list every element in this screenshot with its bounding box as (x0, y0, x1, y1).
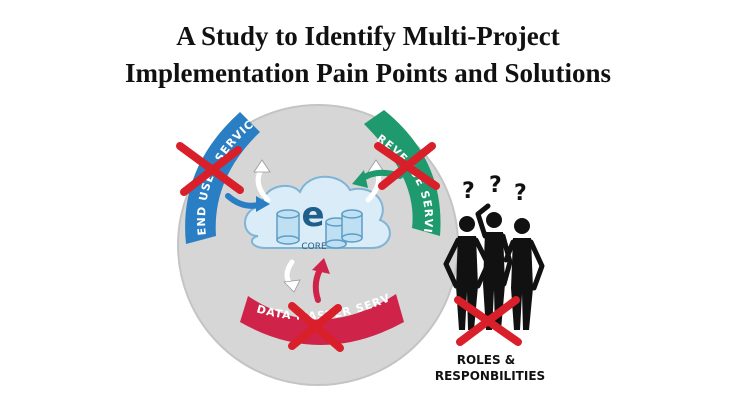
cross-mark-bottom (288, 302, 344, 352)
core-cloud: e CORE (244, 175, 391, 252)
cross-mark-left (176, 142, 244, 196)
question-mark: ? (462, 179, 475, 204)
person-icon (503, 218, 545, 330)
core-arrow-heads (253, 159, 385, 293)
roles-caption-line-2: RESPONBILITIES (435, 369, 545, 383)
cross-mark-right (374, 142, 440, 190)
core-label: CORE (301, 242, 327, 252)
blue-arrow (225, 193, 270, 212)
core-letter-logo: e (301, 195, 324, 235)
question-mark: ? (514, 181, 527, 206)
person-icon (475, 203, 513, 330)
page-title-line-1: A Study to Identify Multi-Project (176, 21, 560, 51)
people-group (443, 203, 545, 330)
question-mark: ? (489, 173, 502, 198)
roles-caption-line-1: ROLES & (457, 353, 516, 367)
database-icon (276, 209, 363, 249)
cross-mark-roles (454, 296, 522, 346)
red-arrow (312, 258, 330, 303)
page-title-line-2: Implementation Pain Points and Solutions (124, 58, 612, 88)
